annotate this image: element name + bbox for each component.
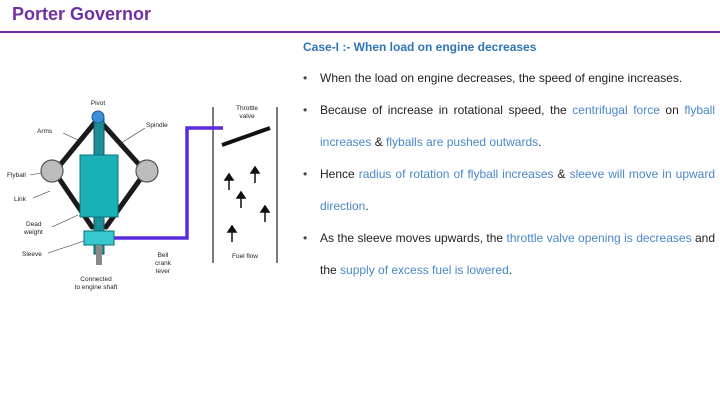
label-bell-1: Bell — [158, 252, 169, 259]
porter-governor-diagram: Pivot Arms Spindle Flyball Link Dead wei… — [7, 100, 278, 291]
bullet-list: When the load on engine decreases, the s… — [303, 62, 715, 286]
label-connected-2: to engine shaft — [75, 284, 118, 291]
content-panel: Case-I :- When load on engine decreases … — [303, 40, 715, 286]
highlighted-text: flyballs are pushed outwards — [386, 135, 539, 149]
dead-weight — [79, 154, 119, 218]
label-dead-weight-2: weight — [23, 229, 43, 236]
label-bell-2: crank — [155, 260, 172, 267]
bullet-point: Hence radius of rotation of flyball incr… — [303, 158, 715, 222]
highlighted-text: flyball increases — [320, 103, 715, 149]
label-link: Link — [14, 196, 27, 203]
label-fuel-flow: Fuel flow — [232, 253, 258, 260]
bullet-text: & — [553, 167, 570, 181]
label-pivot: Pivot — [91, 100, 106, 107]
sleeve — [83, 230, 115, 246]
bullet-text: Hence — [320, 167, 359, 181]
pivot — [91, 110, 105, 124]
label-bell-3: lever — [156, 268, 171, 275]
bullet-text: and the — [320, 231, 716, 277]
bullet-text: . — [365, 199, 369, 213]
flyball-right — [135, 159, 159, 183]
slide-title: Porter Governor — [12, 4, 152, 24]
bullet-text: & — [371, 135, 387, 149]
lower-link-right — [103, 171, 147, 230]
engine-shaft — [96, 245, 102, 265]
lower-link-left — [53, 171, 95, 230]
title-divider — [0, 31, 720, 33]
label-throttle-1: Throttle — [236, 105, 258, 112]
label-spindle: Spindle — [146, 122, 168, 129]
label-sleeve: Sleeve — [22, 251, 42, 258]
label-connected-1: Connected — [80, 276, 112, 283]
upper-arm-left — [53, 117, 100, 173]
highlighted-text: sleeve will move in upward direction — [320, 167, 715, 213]
flyball-left — [40, 159, 64, 183]
label-flyball: Flyball — [7, 172, 26, 179]
bullet-text: As the sleeve moves upwards, the — [320, 231, 507, 245]
bullet-text: . — [538, 135, 542, 149]
case-heading: Case-I :- When load on engine decreases — [303, 40, 537, 54]
label-arms: Arms — [37, 128, 53, 135]
bullet-text: When the load on engine decreases, the s… — [320, 71, 683, 85]
bullet-text: on — [659, 103, 685, 117]
highlighted-text: throttle valve opening is decreases — [506, 231, 692, 245]
highlighted-text: centrifugal force — [572, 103, 660, 117]
label-dead-weight-1: Dead — [26, 221, 42, 228]
highlighted-text: radius of rotation of flyball increases — [358, 167, 554, 181]
highlighted-text: supply of excess fuel is lowered — [340, 263, 509, 277]
upper-arm-right — [96, 117, 147, 173]
bullet-point: When the load on engine decreases, the s… — [303, 62, 715, 94]
bullet-point: Because of increase in rotational speed,… — [303, 94, 715, 158]
label-throttle-2: valve — [239, 113, 255, 120]
bullet-point: As the sleeve moves upwards, the throttl… — [303, 222, 715, 286]
throttle-valve — [221, 126, 271, 147]
bell-crank-linkage — [108, 126, 223, 240]
fuel-flow-arrows — [223, 165, 271, 242]
bullet-text: . — [508, 263, 513, 277]
bullet-text: Because of increase in rotational speed,… — [320, 103, 573, 117]
